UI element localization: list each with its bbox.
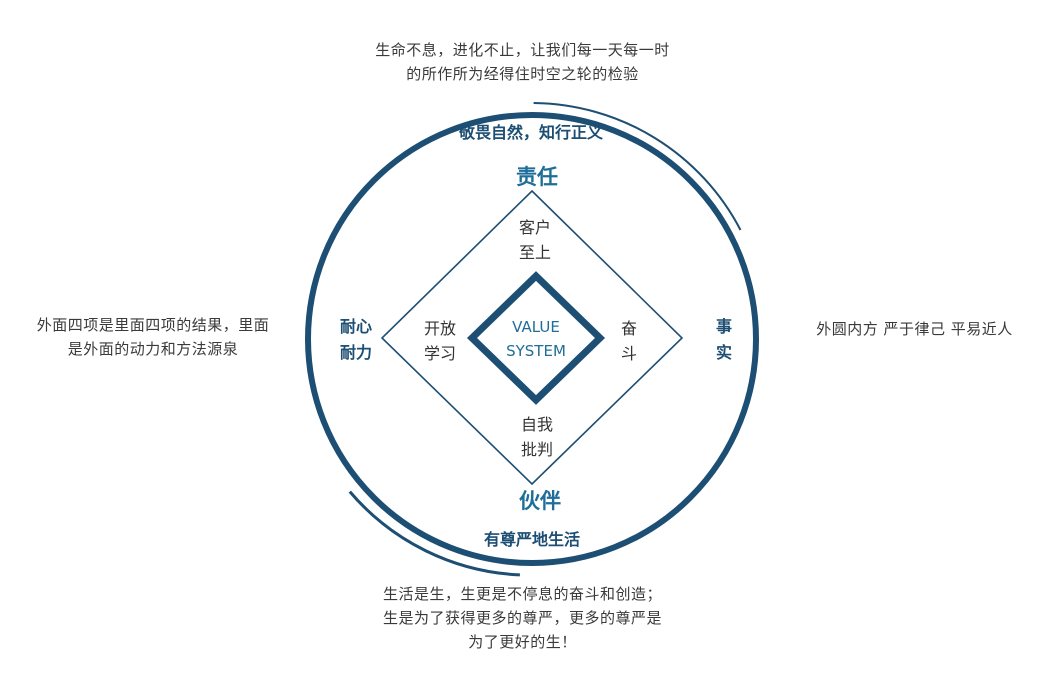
annotation-bottom-line: 生活是生，生更是不停息的奋斗和创造； bbox=[382, 585, 662, 603]
annotation-right: 外圆内方 严于律己 平易近人 bbox=[792, 317, 1037, 341]
inner-self-criticism-2: 批判 bbox=[521, 440, 553, 459]
inner-self-criticism-1: 自我 bbox=[521, 415, 553, 434]
annotation-top-line: 的所作所为经得住时空之轮的检验 bbox=[406, 65, 639, 83]
annotation-left-line: 外面四项是里面四项的结果，里面 bbox=[36, 316, 270, 334]
inner-customer-first-2: 至上 bbox=[519, 243, 551, 262]
core-text-value: VALUE bbox=[512, 318, 560, 336]
core-diamond bbox=[466, 271, 606, 405]
value-fact-2: 实 bbox=[716, 343, 732, 362]
annotation-bottom-line: 为了更好的生！ bbox=[468, 633, 577, 651]
orbit-arc-top-right bbox=[533, 102, 742, 231]
annotation-left: 外面四项是里面四项的结果，里面 是外面的动力和方法源泉 bbox=[8, 313, 298, 361]
value-endurance: 耐力 bbox=[340, 343, 372, 362]
inner-open-learning-1: 开放 bbox=[424, 319, 456, 338]
annotation-bottom-line: 生是为了获得更多的尊严，更多的尊严是 bbox=[382, 609, 662, 627]
value-fact-1: 事 bbox=[716, 317, 732, 336]
value-responsibility: 责任 bbox=[516, 165, 558, 189]
annotation-bottom: 生活是生，生更是不停息的奋斗和创造； 生是为了获得更多的尊严，更多的尊严是 为了… bbox=[350, 582, 695, 654]
inner-customer-first-1: 客户 bbox=[519, 218, 551, 237]
annotation-right-line: 外圆内方 严于律己 平易近人 bbox=[816, 320, 1013, 338]
circle-text-bottom: 有尊严地生活 bbox=[484, 530, 580, 549]
circle-text-top: 敬畏自然，知行正义 bbox=[458, 123, 603, 142]
inner-open-learning-2: 学习 bbox=[424, 344, 456, 363]
inner-strive-1: 奋 bbox=[621, 319, 637, 338]
annotation-top: 生命不息，进化不止，让我们每一天每一时 的所作所为经得住时空之轮的检验 bbox=[300, 38, 745, 86]
annotation-left-line: 是外面的动力和方法源泉 bbox=[67, 340, 239, 358]
outer-ring bbox=[305, 112, 759, 566]
value-partner: 伙伴 bbox=[519, 489, 561, 513]
annotation-top-line: 生命不息，进化不止，让我们每一天每一时 bbox=[375, 41, 670, 59]
core-text-system: SYSTEM bbox=[506, 342, 566, 360]
outer-diamond bbox=[380, 189, 684, 486]
orbit-arc-bottom-left bbox=[348, 490, 520, 577]
value-patience: 耐心 bbox=[340, 317, 372, 336]
inner-strive-2: 斗 bbox=[621, 344, 637, 363]
